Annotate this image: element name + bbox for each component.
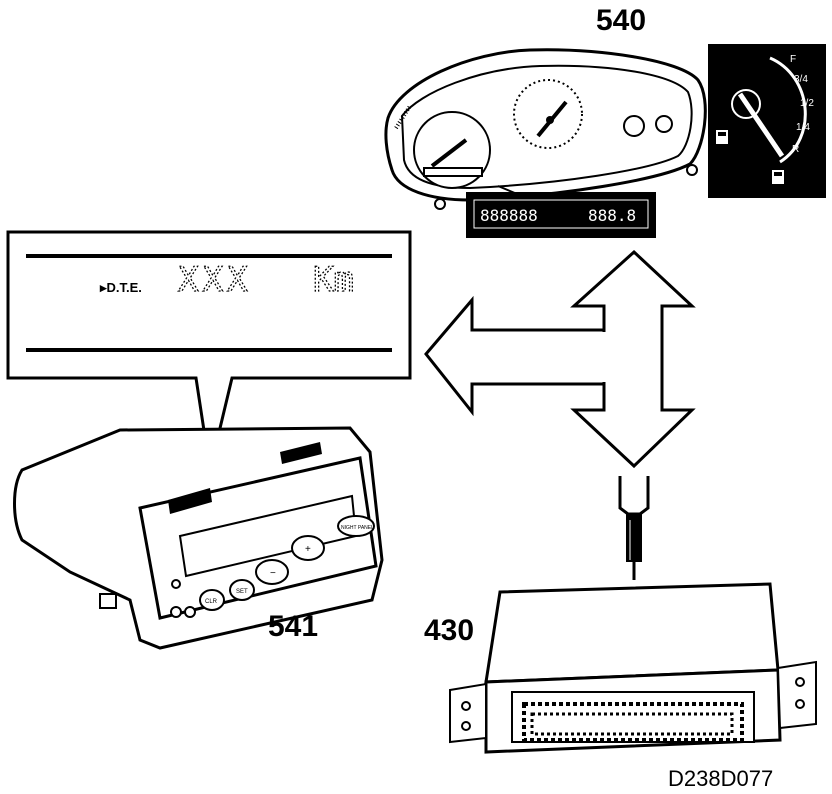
ecu-unit bbox=[449, 582, 817, 754]
dte-label: ▸D.T.E. bbox=[99, 280, 142, 295]
fuel-mark-f: F bbox=[790, 54, 796, 65]
cluster-lcd-panel: 888888 888.8 bbox=[466, 192, 656, 238]
fuel-mark-1-4: 1/4 bbox=[796, 122, 810, 133]
button-minus: − bbox=[270, 568, 276, 579]
drawing-reference: D238D077 bbox=[668, 766, 773, 791]
lcd-odometer: 888888 bbox=[480, 206, 538, 225]
fuel-mark-3-4: 3/4 bbox=[794, 74, 808, 85]
fuel-mark-1-2: 1/2 bbox=[800, 98, 814, 109]
data-flow-arrows bbox=[424, 249, 696, 469]
button-night-panel: NIGHT PANEL bbox=[341, 525, 374, 531]
label-info-display: 541 bbox=[268, 610, 318, 643]
label-ecu: 430 bbox=[424, 614, 474, 647]
fuel-pump-icon-low bbox=[772, 170, 784, 184]
display-callout: ▸D.T.E. XXX Km bbox=[6, 230, 412, 471]
ecu-connector-cable bbox=[618, 476, 650, 580]
info-display-unit: CLR SET − + NIGHT PANEL bbox=[13, 426, 384, 650]
fuel-mark-r: R bbox=[792, 144, 799, 155]
dte-unit: Km bbox=[313, 260, 354, 300]
dte-value: XXX bbox=[178, 260, 251, 300]
button-set: SET bbox=[236, 589, 248, 595]
button-plus: + bbox=[305, 544, 311, 555]
lcd-trip: 888.8 bbox=[588, 206, 636, 225]
fuel-gauge-inset: F 3/4 1/2 1/4 R bbox=[708, 44, 826, 198]
instrument-cluster bbox=[384, 48, 707, 210]
label-instrument-cluster: 540 bbox=[596, 4, 646, 37]
button-clr: CLR bbox=[205, 599, 218, 605]
fuel-pump-icon bbox=[716, 130, 728, 144]
